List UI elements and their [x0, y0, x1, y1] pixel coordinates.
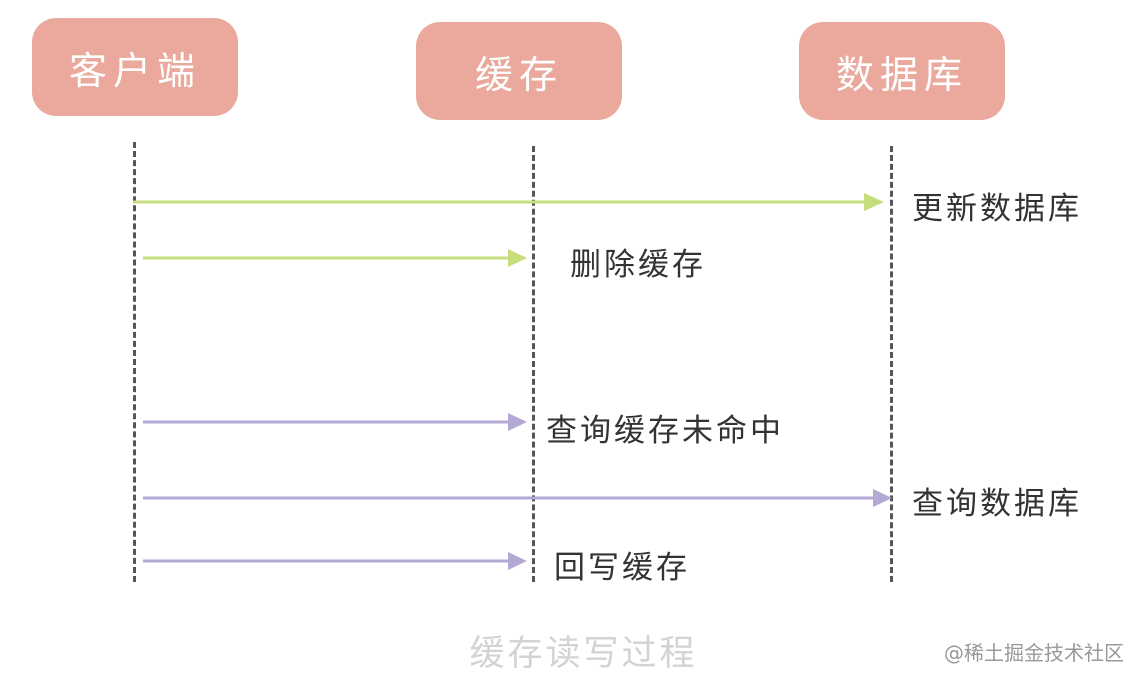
- lifeline-database: [890, 146, 893, 582]
- arrow-query-cache: [143, 413, 527, 431]
- arrow-query-db: [143, 489, 892, 507]
- label-query-db: 查询数据库: [912, 486, 1082, 522]
- label-update-db: 更新数据库: [912, 191, 1082, 227]
- lifeline-client: [133, 142, 136, 582]
- lifeline-cache: [532, 146, 535, 582]
- label-query-cache-miss: 查询缓存未命中: [546, 413, 784, 449]
- watermark: @稀土掘金技术社区: [944, 641, 1124, 665]
- arrow-update-db: [133, 193, 884, 211]
- arrow-write-back: [143, 552, 527, 570]
- label-delete-cache: 删除缓存: [570, 247, 706, 283]
- diagram-caption: 缓存读写过程: [469, 634, 698, 674]
- arrow-delete-cache: [143, 249, 527, 267]
- actor-client: 客户端: [32, 18, 238, 116]
- actor-database: 数据库: [799, 22, 1005, 120]
- actor-cache: 缓存: [416, 22, 622, 120]
- label-write-back-cache: 回写缓存: [554, 550, 690, 586]
